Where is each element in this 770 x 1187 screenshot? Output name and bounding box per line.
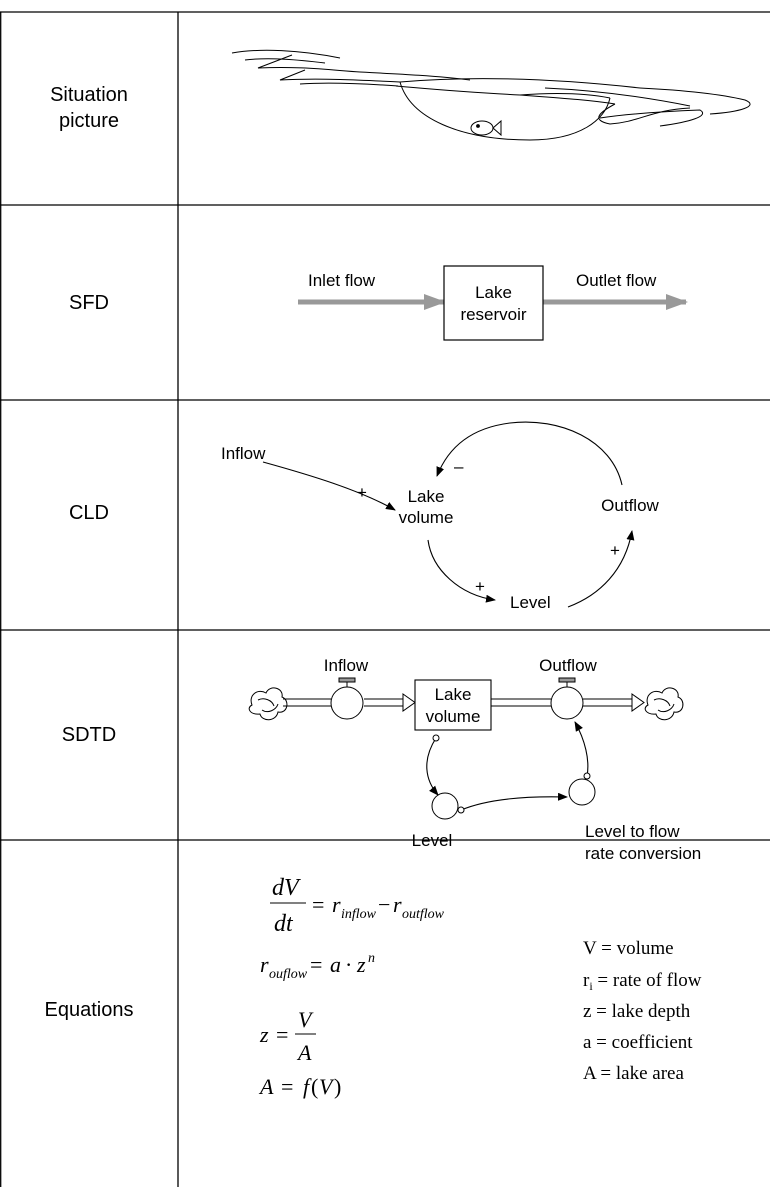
inflow-valve-icon (330, 677, 364, 720)
svg-text:dt: dt (274, 911, 294, 937)
inflow-pipe (283, 693, 416, 712)
sdtd-level-label: Level (412, 831, 453, 850)
sdtd-link-conversion-outflow (574, 721, 589, 777)
svg-text:ouflow: ouflow (269, 967, 308, 982)
row-label-equations: Equations (44, 999, 134, 1021)
svg-text:a: a (330, 952, 341, 977)
svg-text:=: = (310, 952, 322, 977)
lake-reservoir-label-1: Lake (475, 283, 512, 302)
svg-text:=: = (276, 1022, 288, 1047)
outlet-flow-label: Outlet flow (576, 271, 657, 290)
cld-link-outflow-lake (436, 421, 623, 486)
svg-text:V: V (319, 1074, 335, 1099)
svg-text:dV: dV (272, 875, 301, 901)
cld-polarity-outflow: + (610, 541, 620, 560)
svg-text:=: = (312, 892, 324, 917)
lake-reservoir-label-2: reservoir (460, 305, 526, 324)
cld-outflow-label: Outflow (601, 496, 659, 515)
svg-text:(: ( (311, 1074, 318, 1099)
equation-1: dV dt = r inflow − r outflow (270, 875, 445, 937)
sdtd-inflow-label: Inflow (324, 656, 369, 675)
legend-coefficient: a = coefficient (583, 1032, 693, 1053)
svg-text:inflow: inflow (341, 907, 377, 922)
svg-text:n: n (368, 951, 375, 966)
cld-link-lake-level (427, 539, 496, 603)
row-label-situation-line2: picture (58, 110, 120, 132)
row-label-situation-line1: Situation (50, 84, 128, 106)
cld-lake-label-2: volume (399, 508, 454, 527)
cld-polarity-inflow: + (357, 483, 367, 502)
row-label-sdtd: SDTD (61, 724, 117, 746)
sdtd-link-stock-level (426, 737, 439, 796)
svg-text:z: z (259, 1022, 269, 1047)
sdtd-link-level-conversion (460, 792, 568, 811)
cld-level-label: Level (510, 593, 551, 612)
svg-text:z: z (356, 952, 366, 977)
outflow-valve-icon (550, 677, 584, 720)
svg-text:f: f (303, 1074, 312, 1099)
svg-text:outflow: outflow (402, 907, 445, 922)
lake-reservoir-box (443, 265, 544, 341)
sdtd-diagram: Inflow Outflow Lake volume Level Level t… (248, 656, 701, 863)
row-label-situation: Situation picture (0, 82, 178, 134)
row-label-cld: CLD (68, 502, 109, 524)
svg-text:r: r (393, 892, 402, 917)
cld-link-level-outflow (567, 530, 635, 608)
conversion-auxiliary (568, 778, 596, 806)
svg-text:V: V (298, 1007, 314, 1032)
svg-text:r: r (332, 892, 341, 917)
svg-text:−: − (378, 892, 390, 917)
cld-polarity-level: + (475, 577, 485, 596)
inlet-flow-label: Inlet flow (308, 271, 376, 290)
sdtd-conversion-label-1: Level to flow (585, 822, 680, 841)
equations-block: dV dt = r inflow − r outflow r ouflow = … (258, 875, 445, 1099)
sdtd-conversion-label-2: rate conversion (585, 844, 701, 863)
sink-cloud-icon (644, 687, 684, 721)
svg-text:=: = (281, 1074, 293, 1099)
svg-text:A: A (258, 1074, 274, 1099)
fish-icon (470, 119, 502, 137)
legend-area: A = lake area (583, 1063, 684, 1084)
equations-legend: V = volume ri = rate of flow z = lake de… (583, 938, 702, 1084)
outflow-pipe (491, 693, 645, 712)
cld-polarity-feedback: – (454, 457, 464, 476)
cld-diagram: Inflow Lake volume Outflow Level + + + – (221, 421, 660, 612)
sfd-diagram: Inlet flow Outlet flow Lake reservoir (298, 265, 688, 341)
svg-text:r: r (260, 952, 269, 977)
level-auxiliary (431, 792, 459, 820)
legend-depth: z = lake depth (583, 1001, 691, 1022)
sdtd-stock-label-1: Lake (435, 685, 472, 704)
svg-text:): ) (334, 1074, 341, 1099)
lake-volume-stock (414, 679, 492, 731)
legend-rate: ri = rate of flow (583, 970, 702, 993)
equation-3: z = V A (259, 1007, 316, 1065)
svg-text:A: A (296, 1040, 312, 1065)
equation-4: A = f ( V ) (258, 1074, 341, 1099)
cld-lake-label-1: Lake (408, 487, 445, 506)
lake-sketch (231, 49, 751, 141)
svg-text:·: · (345, 952, 352, 977)
row-label-sfd: SFD (69, 292, 109, 314)
sdtd-stock-label-2: volume (426, 707, 481, 726)
equation-2: r ouflow = a · z n (260, 951, 375, 982)
cld-inflow-label: Inflow (221, 444, 266, 463)
cld-link-inflow-lake (262, 461, 396, 511)
table-grid (0, 11, 770, 1187)
legend-volume: V = volume (583, 938, 674, 959)
sdtd-outflow-label: Outflow (539, 656, 597, 675)
source-cloud-icon (248, 687, 288, 721)
